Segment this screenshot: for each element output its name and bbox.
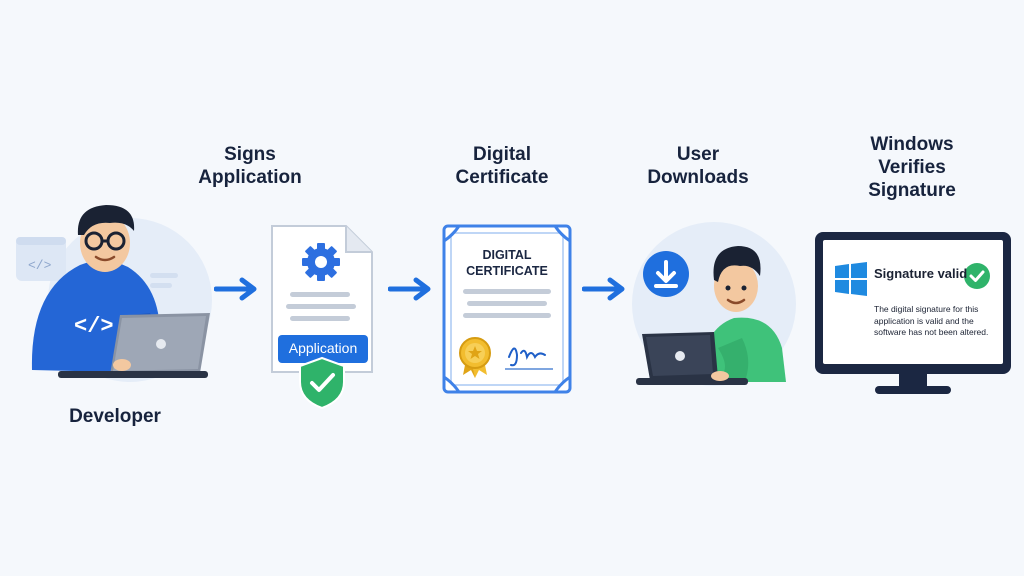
user-download-illustration (632, 222, 796, 386)
arrow-right-icon (582, 277, 625, 301)
certificate-illustration (442, 224, 572, 394)
arrow-right-icon (388, 277, 431, 301)
signature-message: The digital signature for this applicati… (874, 304, 989, 337)
windows-monitor-illustration (815, 232, 1011, 394)
developer-illustration: </> </> (16, 205, 212, 382)
step-label-certificate: Digital Certificate (455, 144, 549, 188)
step-label-developer: Developer (69, 406, 161, 427)
download-icon (643, 251, 689, 297)
arrow-right-icon (214, 277, 257, 301)
svg-text:</>: </> (28, 258, 52, 273)
check-circle-icon (964, 263, 990, 289)
signature-status: Signature valid (874, 266, 968, 281)
step-label-download: User Downloads (647, 144, 749, 188)
signed-application-illustration (271, 225, 373, 410)
code-icon: </> (74, 314, 114, 339)
seal-icon (459, 337, 491, 378)
gear-icon (302, 243, 340, 281)
step-label-verify: Windows Verifies Signature (868, 134, 956, 201)
windows-logo-icon (835, 262, 867, 296)
application-badge: Application (288, 340, 358, 356)
certificate-title: DIGITAL CERTIFICATE (466, 248, 548, 278)
step-label-sign: Signs Application (198, 144, 302, 188)
shield-check-icon (299, 356, 345, 410)
